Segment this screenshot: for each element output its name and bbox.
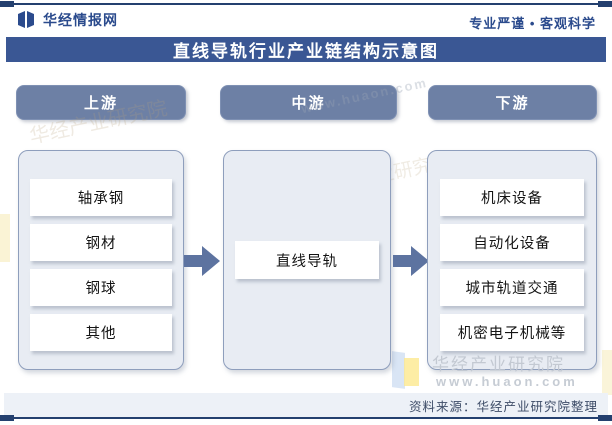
source-note: 资料来源：华经产业研究院整理	[408, 399, 598, 414]
downstream-item-machine-tools: 机床设备	[440, 179, 584, 216]
arrow-right-icon-1	[184, 246, 220, 276]
bottom-rule-left-cap	[0, 415, 14, 421]
downstream-item-precision-electronics: 机密电子机械等	[440, 314, 584, 351]
top-rule-left-cap	[0, 1, 14, 7]
upstream-panel: 轴承钢 钢材 钢球 其他	[18, 150, 184, 370]
title-banner: 直线导轨行业产业链结构示意图	[6, 37, 606, 62]
watermark-logo-shape-yellow	[404, 358, 419, 386]
stage-upstream: 上游	[16, 85, 186, 120]
top-rule-right-cap	[598, 1, 612, 7]
downstream-item-automation: 自动化设备	[440, 224, 584, 261]
midstream-panel: 直线导轨	[223, 150, 391, 370]
top-rule	[0, 3, 612, 5]
header-slogan: 专业严谨 • 客观科学	[469, 16, 596, 31]
downstream-item-urban-rail: 城市轨道交通	[440, 269, 584, 306]
bottom-rule-right-cap	[598, 415, 612, 421]
watermark-shape-left	[0, 214, 10, 262]
stage-downstream: 下游	[428, 85, 597, 120]
watermark-site-text: www.huaon.com	[436, 374, 578, 389]
upstream-item-other: 其他	[30, 314, 172, 351]
midstream-item-linear-guide: 直线导轨	[235, 241, 379, 279]
upstream-item-steel: 钢材	[30, 224, 172, 261]
footer-strip: 资料来源：华经产业研究院整理	[4, 393, 608, 417]
brand: 华经情报网	[16, 10, 118, 30]
brand-name: 华经情报网	[43, 12, 118, 28]
stage-midstream: 中游	[220, 85, 397, 120]
upstream-item-steel-ball: 钢球	[30, 269, 172, 306]
upstream-item-bearing-steel: 轴承钢	[30, 179, 172, 216]
downstream-panel: 机床设备 自动化设备 城市轨道交通 机密电子机械等	[427, 150, 597, 370]
arrow-right-icon-2	[393, 246, 429, 276]
watermark-logo-shape-blue	[392, 351, 405, 389]
bottom-rule	[0, 417, 612, 419]
watermark-shape-right	[602, 350, 612, 395]
brand-logo-icon	[16, 11, 36, 29]
